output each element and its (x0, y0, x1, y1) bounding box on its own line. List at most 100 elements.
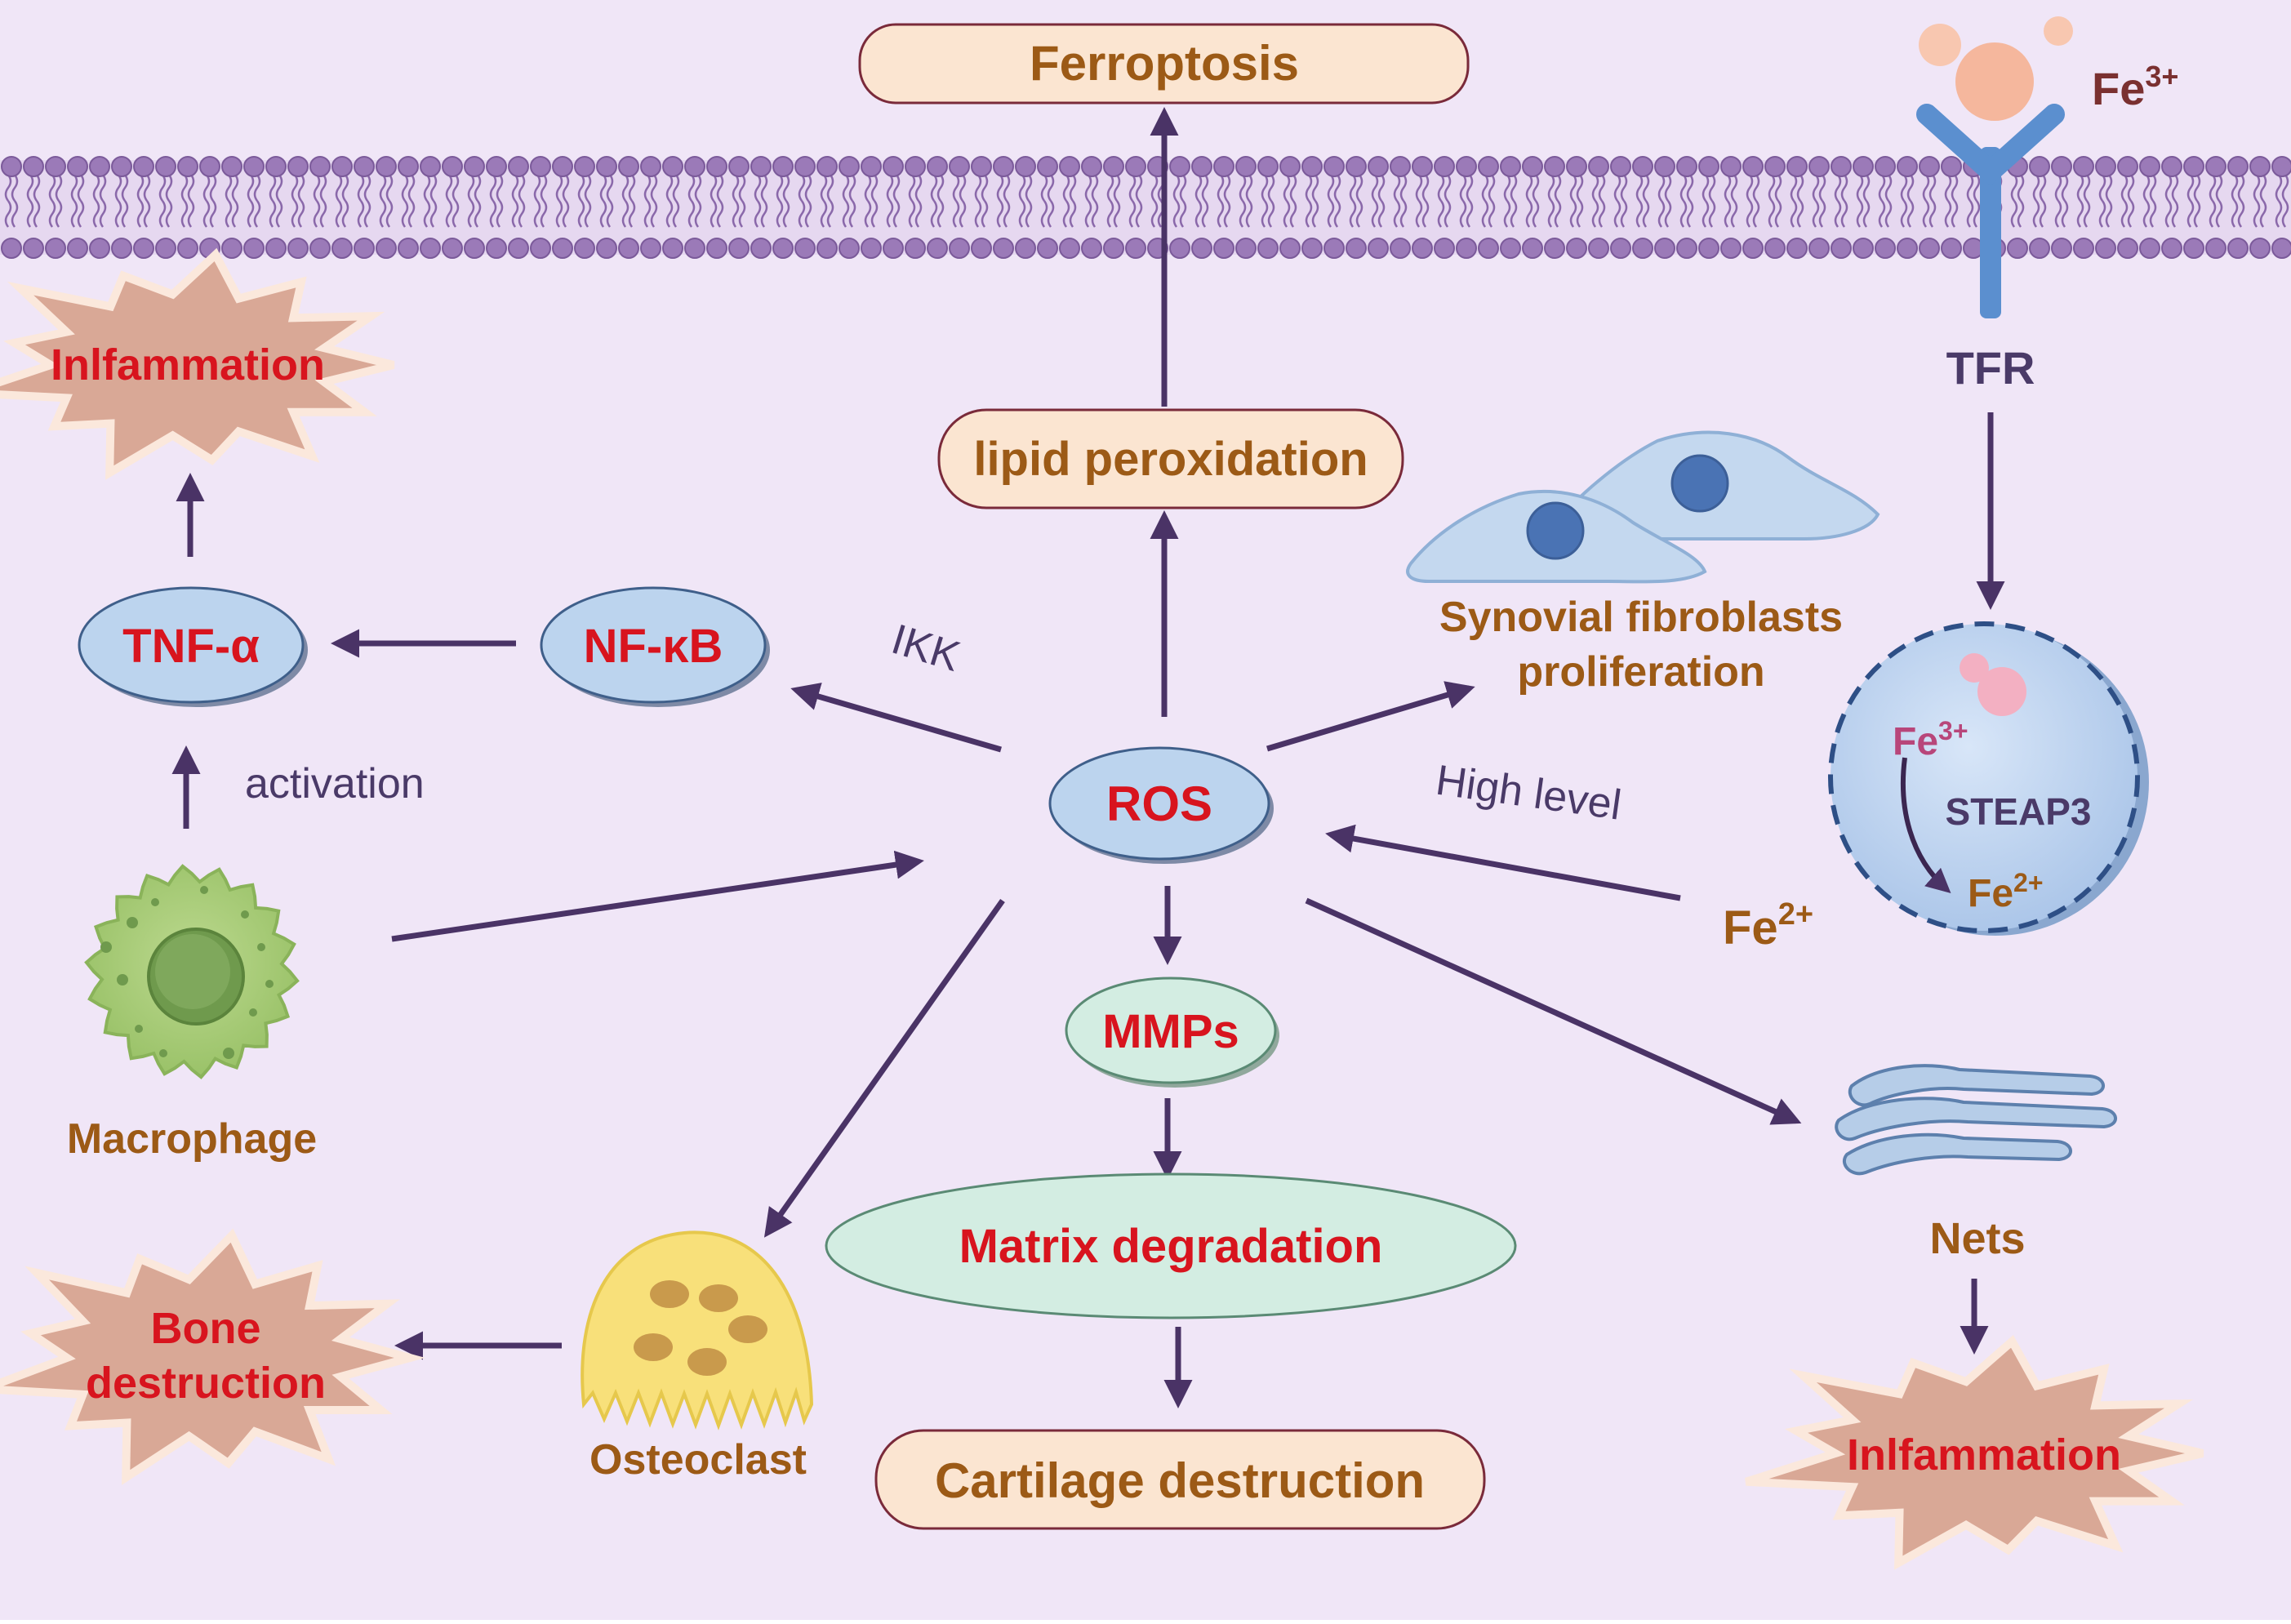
phospholipid-tail (1084, 200, 1099, 228)
phospholipid-head (1610, 156, 1631, 177)
phospholipid-tail (886, 200, 901, 228)
phospholipid-head (1478, 238, 1499, 259)
phospholipid-head (1169, 238, 1190, 259)
endosome-fe3-superscript: 3+ (1938, 716, 1968, 745)
phospholipid-head (1213, 156, 1234, 177)
phospholipid-head (2029, 238, 2050, 259)
phospholipid-tail (1613, 174, 1628, 202)
phospholipid-tail (1834, 200, 1848, 228)
phospholipid-head (23, 238, 44, 259)
phospholipid-head (574, 156, 595, 177)
phospholipid-tail (864, 174, 879, 202)
phospholipid-head (2183, 156, 2204, 177)
phospholipid-tail (732, 174, 746, 202)
phospholipid-head (67, 156, 88, 177)
phospholipid-head (111, 156, 132, 177)
phospholipid-head (265, 238, 287, 259)
phospholipid-head (1632, 156, 1653, 177)
phospholipid-head (883, 238, 904, 259)
phospholipid-head (750, 238, 772, 259)
phospholipid-tail (70, 174, 85, 202)
phospholipid-tail (1459, 200, 1474, 228)
nfkb-ellipse (540, 586, 767, 704)
phospholipid-tail (70, 200, 85, 228)
phospholipid-tail (445, 200, 460, 228)
phospholipid-head (552, 238, 573, 259)
phospholipid-tail (92, 200, 107, 228)
phospholipid-head (354, 238, 375, 259)
phospholipid-head (662, 156, 683, 177)
phospholipid-head (133, 238, 154, 259)
phospholipid-head (993, 238, 1014, 259)
macrophage-granule (127, 917, 138, 928)
phospholipid-tail (1768, 200, 1782, 228)
macrophage-granule (200, 886, 208, 894)
phospholipid-head (1059, 238, 1080, 259)
arrow-ros-to-synovial (1266, 681, 1475, 752)
ferroptosis-label: Ferroptosis (1030, 36, 1299, 91)
phospholipid-head (1015, 238, 1036, 259)
phospholipid-head (2271, 156, 2291, 177)
phospholipid-tail (1371, 200, 1386, 228)
macrophage-cell (84, 864, 300, 1079)
macrophage-granule (151, 898, 159, 906)
iron-particle (2044, 16, 2073, 46)
phospholipid-tail (2032, 174, 2047, 202)
phospholipid-head (552, 156, 573, 177)
phospholipid-tail (1393, 200, 1408, 228)
phospholipid-head (1323, 238, 1345, 259)
phospholipid-tail (1437, 174, 1452, 202)
phospholipid-tail (2142, 200, 2157, 228)
phospholipid-tail (1261, 174, 1275, 202)
phospholipid-tail (1239, 200, 1253, 228)
phospholipid-tail (776, 174, 790, 202)
phospholipid-head (2095, 238, 2116, 259)
phospholipid-tail (1790, 200, 1804, 228)
phospholipid-head (1434, 238, 1455, 259)
phospholipid-head (1323, 156, 1345, 177)
phospholipid-tail (225, 174, 239, 202)
phospholipid-head (221, 238, 242, 259)
synovial-label-line2: proliferation (1517, 648, 1764, 696)
phospholipid-tail (1261, 200, 1275, 228)
phospholipid-head (2073, 156, 2094, 177)
phospholipid-tail (2231, 200, 2245, 228)
phospholipid-head (45, 238, 66, 259)
phospholipid-head (243, 238, 265, 259)
phospholipid-tail (335, 174, 349, 202)
phospholipid-tail (1635, 174, 1650, 202)
inflammation-left-label: Inlfammation (51, 340, 325, 389)
phospholipid-tail (687, 174, 702, 202)
phospholipid-head (1808, 238, 1830, 259)
phospholipid-head (839, 156, 860, 177)
phospholipid-head (1742, 156, 1764, 177)
phospholipid-tail (225, 200, 239, 228)
phospholipid-tail (2098, 174, 2113, 202)
phospholipid-head (1279, 156, 1301, 177)
phospholipid-head (1368, 238, 1389, 259)
macrophage-granule (100, 941, 112, 953)
phospholipid-tail (26, 200, 41, 228)
phospholipid-head (1676, 238, 1697, 259)
phospholipid-tail (313, 174, 327, 202)
osteoclast-cell (581, 1230, 814, 1430)
phospholipid-head (1125, 156, 1146, 177)
phospholipid-head (265, 156, 287, 177)
phospholipid-head (67, 238, 88, 259)
phospholipid-head (596, 156, 617, 177)
phospholipid-tail (357, 200, 371, 228)
phospholipid-head (662, 238, 683, 259)
tfr-arms (1916, 104, 2065, 186)
arrow-ros-to-nets (1305, 897, 1802, 1125)
phospholipid-head (1456, 156, 1477, 177)
phospholipid-head (486, 238, 507, 259)
phospholipid-tail (291, 174, 305, 202)
phospholipid-head (1500, 238, 1521, 259)
phospholipid-head (640, 238, 661, 259)
phospholipid-tail (1283, 174, 1297, 202)
phospholipid-tail (952, 200, 967, 228)
phospholipid-tail (599, 200, 614, 228)
phospholipid-head (331, 238, 353, 259)
phospholipid-head (1698, 238, 1719, 259)
